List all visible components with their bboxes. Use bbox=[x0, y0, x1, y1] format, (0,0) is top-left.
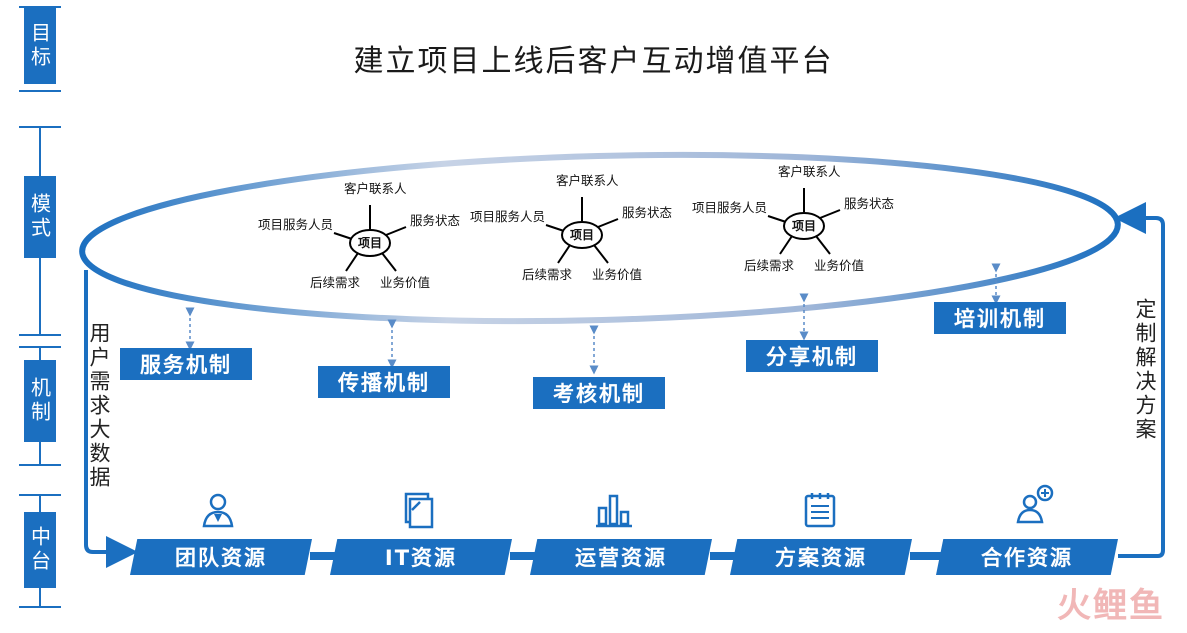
hub-spoke bbox=[779, 235, 793, 255]
hub-spoke bbox=[385, 226, 407, 236]
hub-label-contact: 客户联系人 bbox=[556, 173, 619, 188]
hub-label-service-status: 服务状态 bbox=[410, 213, 460, 228]
axis-label-middle-platform: 中台 bbox=[24, 512, 56, 588]
hub-spoke bbox=[381, 252, 397, 272]
resource-operations: 运营资源 bbox=[530, 539, 712, 575]
hub-label-business-value: 业务价值 bbox=[592, 267, 642, 282]
axis-label-mode: 模式 bbox=[24, 176, 56, 258]
axis-tick bbox=[19, 90, 61, 92]
axis-line bbox=[39, 496, 41, 512]
hub-spoke bbox=[557, 244, 571, 264]
hub-spoke bbox=[815, 235, 831, 255]
hub-label-service-staff: 项目服务人员 bbox=[692, 200, 767, 215]
project-hub: 项目 客户联系人 服务状态 业务价值 后续需求 项目服务人员 bbox=[692, 164, 894, 273]
user-demand-big-data-label: 用户需求大数据 bbox=[87, 322, 111, 490]
hub-spoke bbox=[545, 224, 565, 232]
resource-link bbox=[910, 552, 946, 560]
resource-partnership: 合作资源 bbox=[936, 539, 1118, 575]
resource-link bbox=[510, 552, 542, 560]
hub-center-label: 项目 bbox=[358, 236, 382, 250]
axis-line bbox=[39, 588, 41, 606]
mechanism-assessment: 考核机制 bbox=[533, 377, 665, 409]
mechanism-spread: 传播机制 bbox=[318, 366, 450, 398]
hub-node bbox=[561, 221, 603, 249]
hub-label-service-status: 服务状态 bbox=[622, 205, 672, 220]
axis-tick bbox=[19, 346, 61, 348]
notepad-icon bbox=[804, 493, 836, 528]
axis-tick bbox=[19, 464, 61, 466]
axis-line bbox=[39, 128, 41, 176]
axis-tick bbox=[19, 126, 61, 128]
custom-solution-label: 定制解决方案 bbox=[1133, 298, 1157, 442]
hub-label-follow-up: 后续需求 bbox=[310, 275, 361, 290]
project-hub: 项目 客户联系人 服务状态 业务价值 后续需求 项目服务人员 bbox=[258, 181, 460, 290]
hub-spoke bbox=[819, 209, 841, 219]
mechanism-training: 培训机制 bbox=[934, 302, 1066, 334]
hub-label-business-value: 业务价值 bbox=[814, 258, 864, 273]
resource-link bbox=[310, 552, 340, 560]
hub-spoke bbox=[345, 252, 359, 272]
hub-node bbox=[783, 212, 825, 240]
document-icon bbox=[404, 492, 434, 529]
hub-label-follow-up: 后续需求 bbox=[522, 267, 573, 282]
hub-spoke bbox=[597, 218, 619, 228]
add-user-icon bbox=[1016, 484, 1054, 524]
hub-center-label: 项目 bbox=[570, 228, 594, 242]
hub-node bbox=[349, 229, 391, 257]
axis-line bbox=[39, 348, 41, 360]
axis-tick bbox=[19, 606, 61, 608]
axis-tick bbox=[19, 334, 61, 336]
left-flow-line bbox=[84, 270, 138, 568]
axis-line bbox=[39, 258, 41, 334]
hub-label-service-status: 服务状态 bbox=[844, 196, 894, 211]
resource-it: IT资源 bbox=[330, 539, 512, 575]
axis-tick bbox=[19, 494, 61, 496]
hub-label-business-value: 业务价值 bbox=[380, 275, 430, 290]
resource-team: 团队资源 bbox=[130, 539, 312, 575]
hub-label-follow-up: 后续需求 bbox=[744, 258, 795, 273]
project-hub: 项目 客户联系人 服务状态 业务价值 后续需求 项目服务人员 bbox=[470, 173, 672, 282]
watermark-logo: 火鲤鱼 bbox=[1057, 586, 1165, 626]
bar-chart-icon bbox=[596, 494, 632, 528]
hub-spoke bbox=[333, 232, 353, 240]
hub-label-contact: 客户联系人 bbox=[778, 164, 841, 179]
axis-line bbox=[39, 442, 41, 464]
hub-spoke bbox=[767, 215, 787, 223]
page-title: 建立项目上线后客户互动增值平台 bbox=[353, 44, 834, 79]
hub-center-label: 项目 bbox=[792, 219, 816, 233]
user-icon bbox=[202, 493, 234, 528]
hub-label-service-staff: 项目服务人员 bbox=[258, 217, 333, 232]
hub-label-contact: 客户联系人 bbox=[344, 181, 407, 196]
right-flow-line bbox=[1114, 202, 1165, 558]
mechanism-service: 服务机制 bbox=[120, 348, 252, 380]
hub-label-service-staff: 项目服务人员 bbox=[470, 209, 545, 224]
axis-label-mechanism: 机制 bbox=[24, 360, 56, 442]
axis-label-goal: 目标 bbox=[24, 8, 56, 84]
resource-link bbox=[710, 552, 742, 560]
axis-tick bbox=[19, 6, 61, 8]
resource-solutions: 方案资源 bbox=[730, 539, 912, 575]
hub-spoke bbox=[593, 244, 609, 264]
mechanism-sharing: 分享机制 bbox=[746, 340, 878, 372]
